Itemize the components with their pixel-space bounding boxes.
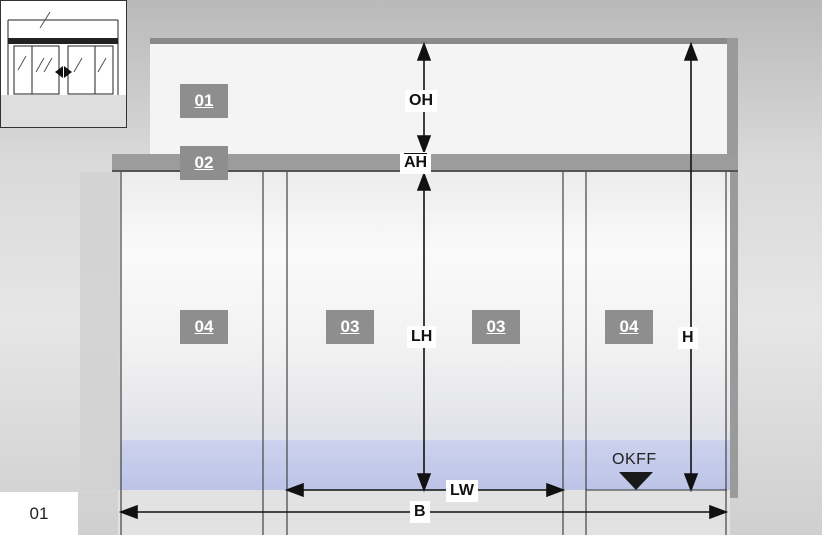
- top-frame: [150, 38, 738, 44]
- left-side-wall: [80, 172, 120, 490]
- dimension-label-h: H: [678, 327, 698, 349]
- zone-label-sliding-right: 03: [472, 310, 520, 344]
- dimension-label-lw: LW: [446, 480, 478, 502]
- figure-number: 01: [0, 492, 78, 535]
- zone-label-fixed-right: 04: [605, 310, 653, 344]
- floor-level-marker-icon: [619, 472, 653, 490]
- floor-level-label: OKFF: [612, 451, 657, 468]
- transom-panel: [150, 38, 738, 158]
- zone-label-fixed-left: 04: [180, 310, 228, 344]
- dimension-label-b: B: [410, 501, 430, 523]
- zone-label-sliding-left: 03: [326, 310, 374, 344]
- dimension-label-oh: OH: [405, 90, 437, 112]
- dimension-label-ah: AH: [400, 152, 432, 174]
- zone-label-header: 02: [180, 146, 228, 180]
- sliding-door-thumbnail-icon: [0, 0, 127, 128]
- panel-dividers: [120, 172, 727, 535]
- right-frame: [727, 38, 738, 498]
- dimension-label-lh: LH: [407, 326, 437, 348]
- zone-label-transom: 01: [180, 84, 228, 118]
- dimension-lines: [118, 41, 729, 520]
